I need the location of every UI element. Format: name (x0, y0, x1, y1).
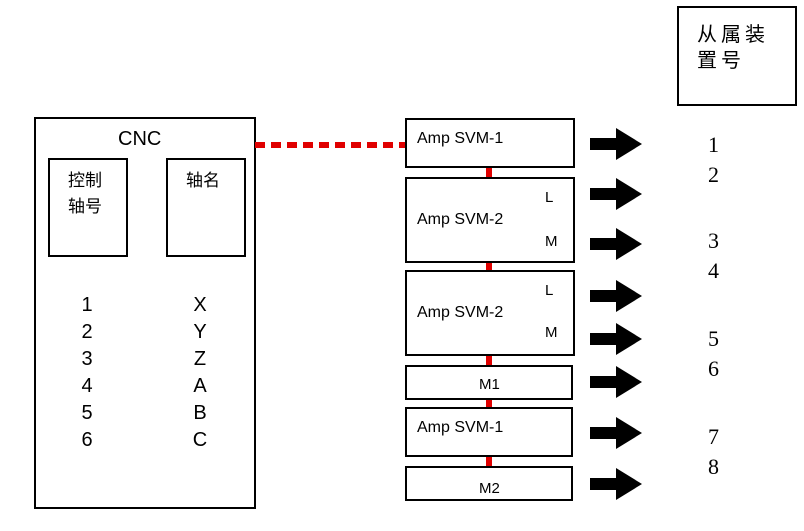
axis-number-header-line1: 控制 (68, 171, 102, 190)
amplifier-label: Amp SVM-2 (417, 304, 504, 321)
axis-name: C (192, 429, 208, 451)
arrow-right-icon (590, 228, 642, 260)
axis-number: 4 (81, 375, 93, 397)
amplifier-m1: M1 (405, 365, 573, 400)
axis-name-column: X Y Z A B C (185, 292, 215, 454)
arrow-right-icon (590, 280, 642, 312)
arrow-right-icon (590, 323, 642, 355)
slave-number: 5 (708, 326, 719, 351)
amplifier-svm1-a: Amp SVM-1 (405, 118, 575, 168)
amp-link (486, 168, 492, 177)
arrow-right-icon (590, 128, 642, 160)
amplifier-label: M1 (479, 376, 500, 393)
axis-name-header-box: 轴名 (166, 158, 246, 257)
slave-header-line2: 置号 (697, 50, 745, 72)
slave-number-header-box: 从属装 置号 (677, 6, 797, 106)
axis-name: B (193, 402, 207, 424)
amplifier-svm2-b: Amp SVM-2 L M (405, 270, 575, 356)
axis-number-header: 控制 轴号 (68, 168, 102, 220)
arrow-right-icon (590, 417, 642, 449)
amplifier-m2: M2 (405, 466, 573, 501)
amplifier-label: M2 (479, 480, 500, 497)
axis-number-header-line2: 轴号 (68, 197, 102, 216)
cnc-link-dashed-line (255, 142, 405, 148)
amp-link (486, 356, 492, 365)
arrow-right-icon (590, 468, 642, 500)
axis-name: X (193, 294, 207, 316)
amp-link (486, 400, 492, 407)
axis-name: Y (193, 321, 207, 343)
slave-number: 4 (708, 258, 719, 283)
axis-m-label: M (545, 233, 558, 250)
axis-number: 3 (81, 348, 93, 370)
slave-number: 2 (708, 162, 719, 187)
slave-number: 7 (708, 424, 719, 449)
amplifier-svm1-b: Amp SVM-1 (405, 407, 573, 457)
cnc-title: CNC (118, 128, 162, 150)
axis-name-header: 轴名 (186, 171, 220, 190)
axis-m-label: M (545, 324, 558, 341)
slave-number: 3 (708, 228, 719, 253)
axis-name: Z (193, 348, 207, 370)
axis-number: 2 (81, 321, 93, 343)
slave-header-line1: 从属装 (697, 24, 769, 46)
amp-link (486, 457, 492, 466)
axis-number-column: 1 2 3 4 5 6 (72, 292, 102, 454)
arrow-right-icon (590, 366, 642, 398)
slave-number-header-text: 从属装 置号 (697, 22, 769, 74)
slave-number: 8 (708, 454, 719, 479)
axis-name: A (193, 375, 207, 397)
axis-number-header-box: 控制 轴号 (48, 158, 128, 257)
amplifier-label: Amp SVM-2 (417, 211, 504, 228)
axis-number: 6 (81, 429, 93, 451)
axis-number: 1 (81, 294, 93, 316)
slave-number: 6 (708, 356, 719, 381)
axis-l-label: L (545, 189, 554, 206)
amplifier-label: Amp SVM-1 (417, 419, 504, 436)
axis-number: 5 (81, 402, 93, 424)
slave-number: 1 (708, 132, 719, 157)
amplifier-svm2-a: Amp SVM-2 L M (405, 177, 575, 263)
axis-l-label: L (545, 282, 554, 299)
arrow-right-icon (590, 178, 642, 210)
amplifier-label: Amp SVM-1 (417, 130, 504, 147)
amp-link (486, 263, 492, 270)
